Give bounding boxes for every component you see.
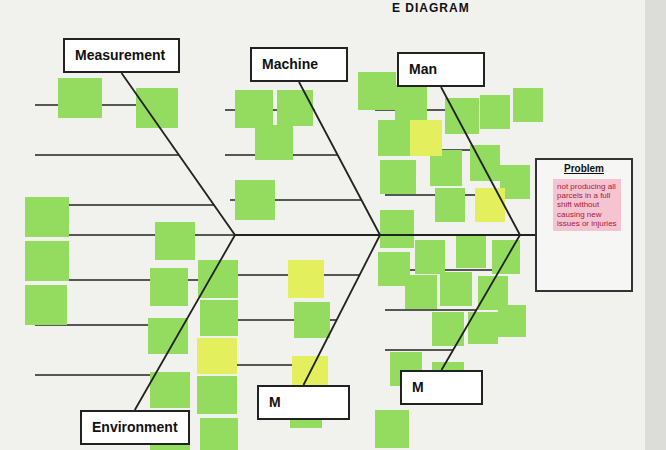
sticky-note [235, 90, 273, 128]
sticky-note [405, 275, 437, 309]
rib-line [35, 374, 152, 376]
sticky-note [197, 376, 237, 414]
sticky-note [456, 234, 486, 268]
sticky-note [235, 180, 275, 220]
fishbone-bone [299, 82, 535, 235]
wall [645, 0, 666, 450]
node-text: Man [409, 61, 473, 78]
category-box: Measurement [63, 38, 180, 73]
sticky-note [150, 268, 188, 306]
node-text: Problem [537, 163, 631, 174]
fishbone-bone [441, 87, 535, 235]
sticky-note [277, 90, 313, 126]
sticky-note [288, 260, 324, 298]
sticky-note [58, 78, 102, 118]
sticky-notes [25, 72, 543, 450]
sticky-note [25, 197, 69, 237]
rib-line [35, 154, 179, 156]
sticky-note [415, 240, 445, 274]
node-text: Machine [262, 56, 336, 73]
sticky-note [200, 418, 238, 450]
sticky-note [25, 241, 69, 281]
sticky-note [197, 338, 237, 374]
category-box: Machine [250, 47, 348, 82]
paper-sheet [0, 0, 645, 450]
node-text: not producing all parcels in a full shif… [557, 182, 617, 228]
node-text: Measurement [75, 47, 168, 64]
sticky-note [513, 88, 543, 122]
sticky-note [294, 302, 330, 338]
node-text: Environment [92, 419, 178, 436]
sticky-note [136, 88, 178, 128]
node-text: M [412, 379, 471, 396]
sticky-note [255, 125, 293, 160]
sticky-note [155, 222, 195, 260]
sticky-note [492, 240, 520, 274]
sticky-note [480, 95, 510, 129]
yellow-sticky-notes [197, 120, 505, 390]
sticky-note [380, 210, 414, 248]
sticky-note [148, 318, 188, 354]
sticky-note: not producing all parcels in a full shif… [553, 179, 621, 231]
fishbone-bone [442, 235, 536, 370]
sticky-note [395, 85, 427, 123]
sticky-note [375, 410, 409, 448]
sticky-note [435, 188, 465, 222]
fishbone-bone [122, 73, 536, 235]
sticky-note [380, 160, 416, 194]
sticky-note [475, 188, 505, 222]
sticky-note [25, 285, 67, 325]
rib-line [385, 309, 476, 311]
fishbone-bone [304, 235, 536, 385]
category-box: M [257, 385, 350, 420]
sticky-note [378, 120, 410, 156]
sticky-note [200, 300, 238, 336]
rib-lines [35, 105, 499, 375]
category-box: Environment [80, 410, 190, 445]
sticky-note [150, 372, 190, 408]
node-text: M [269, 394, 338, 411]
sticky-note [498, 305, 526, 337]
problem-box: Problem not producing all parcels in a fu… [535, 158, 633, 292]
sticky-note [410, 120, 442, 156]
category-box: M [400, 370, 483, 405]
category-box: Man [397, 52, 485, 87]
sticky-note [440, 272, 472, 306]
diagram-title: E DIAGRAM [392, 1, 470, 15]
rib-line [385, 349, 453, 351]
fishbone-bone [135, 235, 535, 410]
sticky-note [358, 72, 396, 110]
